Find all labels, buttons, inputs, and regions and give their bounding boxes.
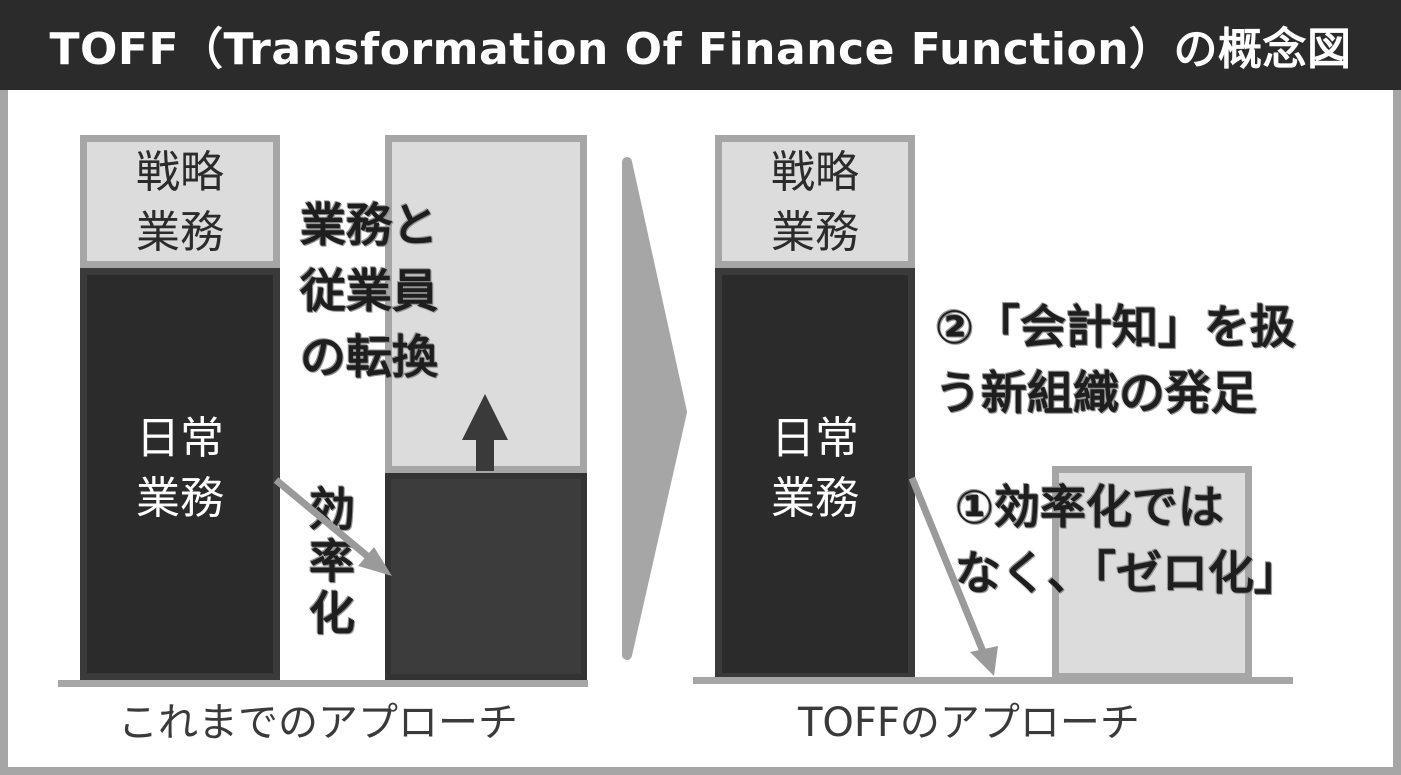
left-caption: これまでのアプローチ bbox=[118, 700, 518, 746]
shift-text-line-1: 業務と bbox=[300, 198, 438, 252]
left-strategic-label-1: 戦略 bbox=[136, 147, 224, 198]
left-strategic-label-2: 業務 bbox=[136, 207, 224, 258]
new-org-text-line-1: ②「会計知」を扱 bbox=[935, 300, 1296, 354]
new-organization-block bbox=[1052, 466, 1252, 680]
right-ground-line bbox=[693, 677, 1293, 684]
left-reduced-daily-block bbox=[385, 473, 587, 680]
chevron-right-icon bbox=[622, 157, 687, 660]
right-strategic-label-2: 業務 bbox=[771, 207, 859, 258]
arrow-up-icon bbox=[462, 394, 508, 471]
diagram-title: TOFF（Transformation Of Finance Function）… bbox=[0, 0, 1401, 90]
arrow-down-right-icon bbox=[273, 477, 392, 576]
right-strategic-block: 戦略 業務 bbox=[715, 135, 915, 268]
right-strategic-label-1: 戦略 bbox=[771, 147, 859, 198]
zero-text-line-2: なく、「ゼロ化」 bbox=[955, 546, 1300, 600]
right-daily-label-1: 日常 bbox=[771, 413, 859, 464]
left-daily-label-2: 業務 bbox=[136, 473, 224, 524]
zero-text-line-1: ①効率化では bbox=[955, 480, 1224, 534]
left-strategic-block: 戦略 業務 bbox=[80, 135, 280, 268]
left-daily-label-1: 日常 bbox=[136, 413, 224, 464]
shift-text-line-2: 従業員 bbox=[300, 264, 438, 318]
left-ground-line bbox=[58, 680, 588, 687]
shift-text-line-3: の転換 bbox=[300, 330, 438, 384]
right-daily-block: 日常 業務 bbox=[715, 268, 915, 680]
right-caption: TOFFのアプローチ bbox=[798, 700, 1140, 746]
arrow-down-right-icon bbox=[908, 476, 998, 676]
new-org-text-line-2: う新組織の発足 bbox=[935, 366, 1257, 420]
left-daily-block: 日常 業務 bbox=[80, 268, 280, 680]
right-daily-label-2: 業務 bbox=[771, 473, 859, 524]
